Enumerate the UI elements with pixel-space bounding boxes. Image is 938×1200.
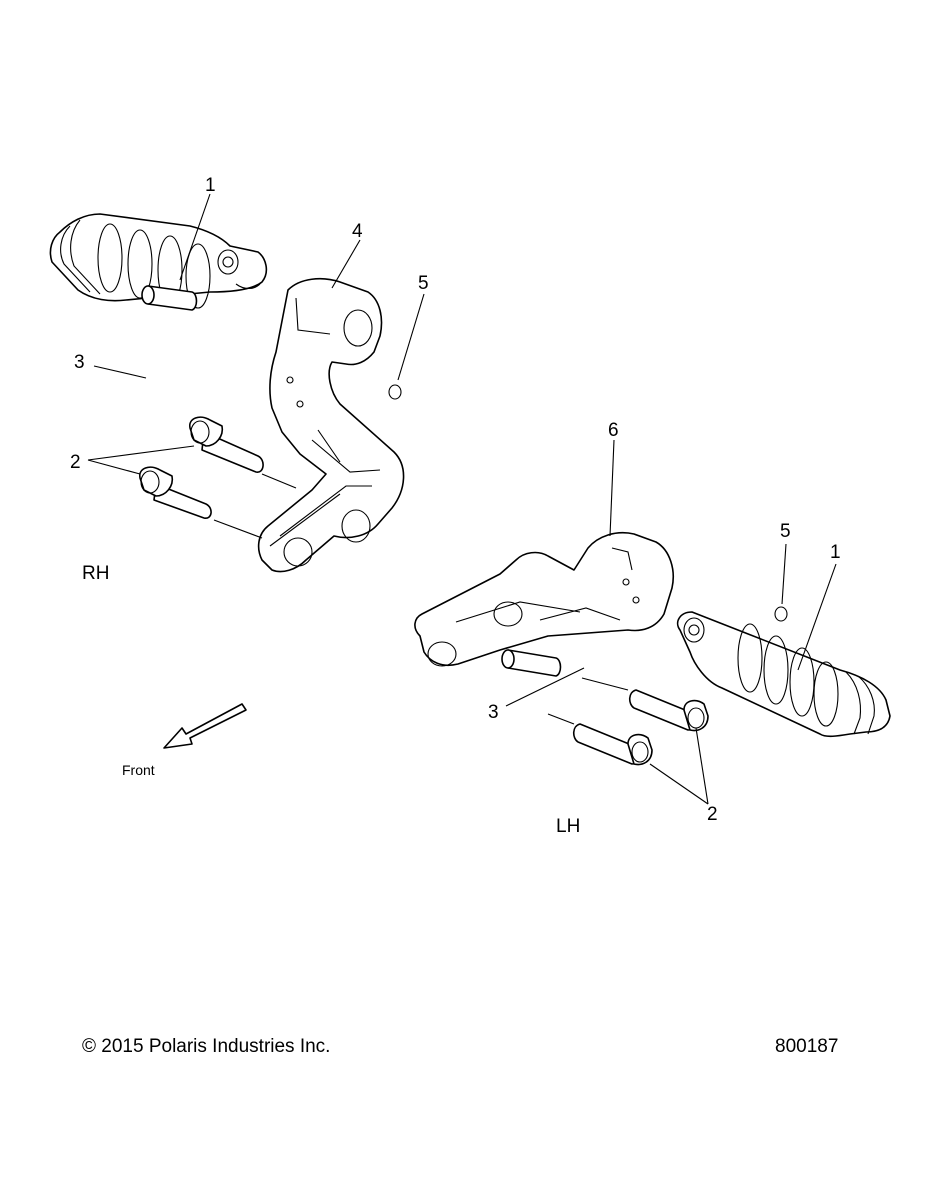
lh-bolts [572,689,709,766]
lh-footpeg [676,611,891,738]
rh-oring [388,384,402,400]
front-arrow [163,703,247,749]
front-label: Front [122,762,155,778]
rh-bracket [257,277,405,573]
callout-rh-oring: 5 [418,273,429,294]
lh-bracket [414,532,674,667]
lh-oring [774,606,788,622]
copyright-notice: © 2015 Polaris Industries Inc. [82,1036,331,1057]
rh-pin [141,285,198,311]
rh-bolts [139,416,264,519]
callout-rh-bracket: 4 [352,221,363,242]
callout-rh-bolts: 2 [70,452,81,473]
lh-leaders [505,439,837,805]
rh-footpeg [49,213,268,309]
rh-leaders [87,193,425,539]
callout-rh-pin: 3 [74,352,85,373]
callout-lh-bolts: 2 [707,804,718,825]
callout-lh-bracket: 6 [608,420,619,441]
callout-lh-oring: 5 [780,521,791,542]
callout-lh-peg: 1 [830,542,841,563]
callout-rh-peg: 1 [205,175,216,196]
rh-label: RH [82,563,109,584]
callout-lh-pin: 3 [488,702,499,723]
lh-pin [501,649,562,677]
part-number: 800187 [775,1036,839,1057]
lh-label: LH [556,816,580,837]
